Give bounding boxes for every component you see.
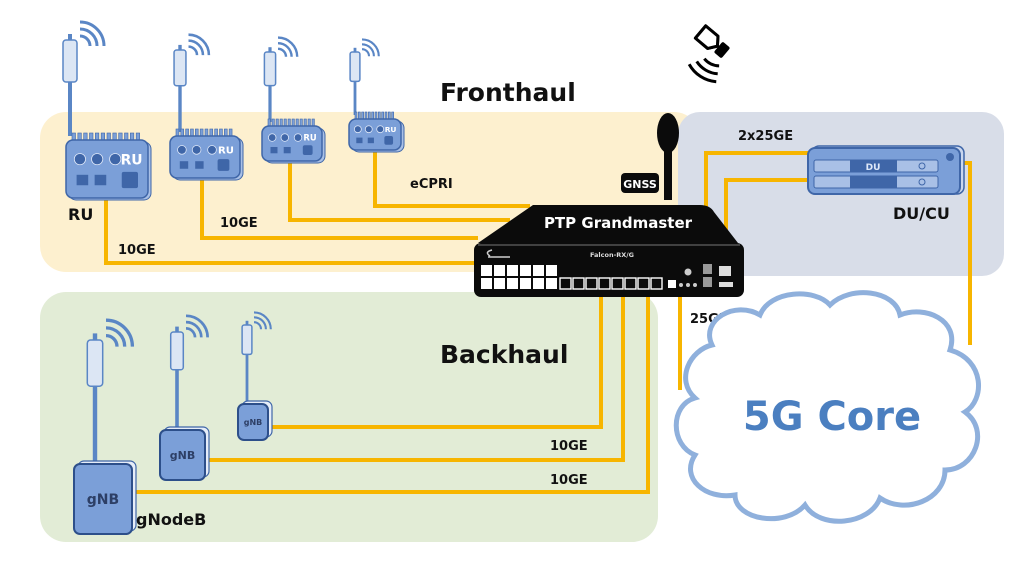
sfp-port (650, 277, 663, 290)
backhaul-title: Backhaul (440, 340, 568, 369)
ru-unit[interactable]: RU (261, 118, 326, 164)
power-port (719, 266, 731, 276)
gnss-antenna-icon (657, 113, 679, 200)
antenna-icon (349, 38, 380, 115)
gnb-badge: gNB (87, 492, 119, 508)
sfp-port (559, 277, 572, 290)
sfp-port (637, 277, 650, 290)
gnb-badge: gNB (170, 449, 195, 462)
ru-unit[interactable]: RU (169, 128, 244, 181)
grandmaster-title: PTP Grandmaster (544, 214, 693, 232)
link-gnb3 (268, 296, 603, 429)
switch-port (533, 278, 544, 289)
sfp-port (572, 277, 585, 290)
power-port (719, 282, 733, 287)
switch-port (507, 278, 518, 289)
ru-units: RU RU RU RU (62, 20, 405, 201)
signal-waves-icon (276, 36, 299, 58)
antenna-icon (62, 20, 106, 136)
ducu-label: DU/CU (893, 204, 950, 223)
ru-badge: RU (385, 125, 397, 134)
link-ru1 (104, 200, 478, 265)
switch-port (546, 278, 557, 289)
gnb-units: gNB gNB gNB (73, 311, 273, 535)
link-label-ducu: 2x25GE (738, 129, 793, 144)
status-led (684, 268, 692, 276)
ru-unit[interactable]: RU (65, 132, 152, 201)
switch-port (481, 278, 492, 289)
sfp-port (624, 277, 637, 290)
5g-core-cloud[interactable]: 5G Core (673, 290, 981, 524)
antenna-icon (173, 33, 211, 132)
switch-port (481, 265, 492, 276)
antenna-icon (263, 36, 299, 122)
link-du-b (724, 178, 820, 240)
signal-waves-icon (360, 38, 380, 58)
gnodeb-label: gNodeB (136, 510, 206, 529)
grandmaster-model: Falcon-RX/G (590, 251, 634, 259)
ru-unit[interactable]: RU (348, 111, 405, 153)
fronthaul-title: Fronthaul (440, 78, 576, 107)
ru-label: RU (68, 205, 93, 224)
gnb-badge: gNB (244, 418, 263, 427)
link-label-ru2: 10GE (220, 216, 258, 231)
ptp-grandmaster-switch[interactable]: PTP Grandmaster Falcon-RX/G (474, 205, 744, 297)
antenna-icon (241, 311, 272, 404)
vendor-logo-icon (486, 249, 510, 258)
switch-port (546, 265, 557, 276)
switch-port (507, 265, 518, 276)
ru-badge: RU (218, 146, 234, 157)
port-grid (481, 264, 733, 290)
status-led (686, 283, 690, 287)
status-led (679, 283, 683, 287)
link-ru4 (373, 150, 530, 208)
link-gnb2 (205, 296, 625, 462)
link-label-ecpri: eCPRI (410, 177, 453, 192)
ru-badge: RU (121, 152, 143, 168)
link-label-gnb1: 10GE (550, 473, 588, 488)
switch-port (494, 265, 505, 276)
switch-port (494, 278, 505, 289)
du-badge: DU (866, 163, 881, 173)
antenna-icon (169, 314, 209, 430)
link-label-ru1: 10GE (118, 243, 156, 258)
sfp-port (585, 277, 598, 290)
signal-waves-icon (78, 20, 106, 48)
signal-waves-icon (187, 33, 211, 57)
switch-port (533, 265, 544, 276)
antenna-icon (86, 318, 135, 464)
gnss-badge (621, 173, 659, 193)
ru-badge: RU (303, 133, 316, 143)
sfp-port (611, 277, 624, 290)
link-ru3 (288, 162, 510, 222)
link-du-a (704, 151, 820, 230)
link-gnb1 (132, 296, 650, 494)
switch-port (520, 278, 531, 289)
sfp-port (598, 277, 611, 290)
gnss-label: GNSS (623, 178, 657, 191)
status-led (693, 283, 697, 287)
switch-port (520, 265, 531, 276)
console-port (703, 277, 712, 287)
gnb-unit[interactable]: gNB (237, 400, 273, 441)
console-port (703, 264, 712, 274)
du-server[interactable]: DU (807, 145, 965, 195)
link-label-gnb2: 10GE (550, 439, 588, 454)
satellite-icon (687, 24, 730, 84)
mgmt-port (668, 280, 676, 288)
gnb-unit[interactable]: gNB (73, 460, 137, 535)
core-label: 5G Core (743, 394, 921, 440)
gnb-unit[interactable]: gNB (159, 426, 210, 481)
link-ru2 (200, 178, 478, 240)
